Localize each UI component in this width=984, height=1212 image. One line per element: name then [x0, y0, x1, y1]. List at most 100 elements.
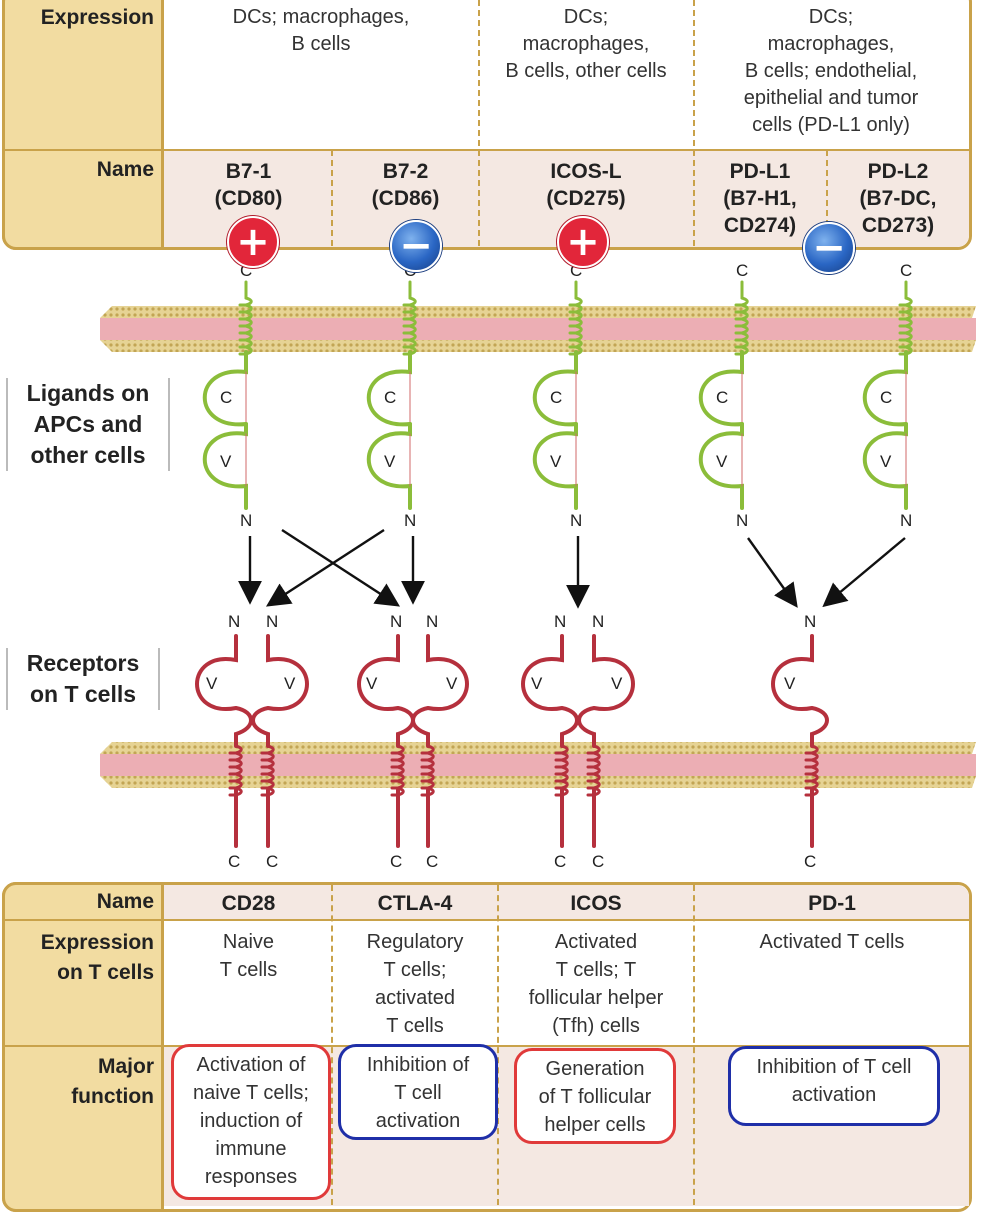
receptor-v-domain: [771, 634, 829, 748]
bottom-name-header: Name: [96, 890, 154, 913]
expression-pd1: Activated T cells: [695, 928, 969, 956]
header-line: Expression: [40, 931, 154, 954]
costim-plus-icon: +: [227, 216, 279, 268]
divider: [826, 150, 828, 246]
receptor-c-terminus: C: [390, 852, 403, 871]
receptor-c-terminus: C: [228, 852, 241, 871]
costim-plus-icon: +: [557, 216, 609, 268]
top-table: Expression Name DCs; macrophages, B cell…: [0, 0, 976, 252]
ligand-c-domain: [366, 350, 412, 427]
ligand-c-domain-label: C: [220, 388, 233, 407]
ligand-v-domain: [366, 422, 412, 510]
expression-line: B cells; endothelial,: [744, 60, 918, 82]
expression-cd28: Naive T cells: [166, 928, 331, 984]
receptor-v-domain-label: V: [531, 674, 543, 693]
expression-line: follicular helper: [528, 987, 664, 1009]
ligand-tm-helix: [734, 296, 749, 356]
ligand-c-domain-label: C: [550, 388, 563, 407]
function-box-ctla4: Inhibition of T cell activation: [338, 1044, 498, 1140]
divider: [693, 0, 695, 246]
receptor-c-terminus: C: [592, 852, 605, 871]
receptor-tm-helix: [420, 744, 435, 797]
divider: [331, 150, 333, 246]
bottom-header-column: [2, 882, 164, 1212]
name-line: PD-L1: [729, 160, 791, 183]
function-line: activation: [791, 1084, 877, 1106]
expression-line: macrophages,: [522, 33, 650, 55]
arrow: [822, 537, 906, 608]
receptor-tm-helix: [228, 744, 243, 797]
expression-line: T cells: [386, 1015, 444, 1037]
expression-line: T cells; T: [555, 959, 637, 981]
arrow: [265, 528, 385, 607]
receptor-v-domain: [411, 634, 469, 748]
expression-line: Regulatory: [366, 931, 464, 953]
receptor-c-terminus: C: [554, 852, 567, 871]
receptor-n-terminus: N: [804, 612, 817, 631]
expression-line: (Tfh) cells: [552, 1015, 640, 1037]
expression-line: T cells: [219, 959, 278, 981]
receptor-v-domain: [251, 634, 309, 748]
name-b7-1: B7-1 (CD80): [166, 158, 331, 212]
name-line: (B7-H1,: [723, 187, 797, 210]
binding-arrows: [238, 528, 906, 609]
ligand-c-domain: [202, 350, 248, 427]
ligand-n-terminus: N: [240, 511, 253, 530]
function-line: Inhibition of T cell: [756, 1056, 912, 1078]
expression-line: T cells;: [383, 959, 447, 981]
ligand-v-domain: [698, 422, 744, 510]
receptor-n-terminus: N: [266, 612, 279, 631]
function-line: Inhibition of: [366, 1054, 470, 1076]
receptor-v-domain-label: V: [366, 674, 378, 693]
ligand-c-domain: [532, 350, 578, 427]
ligand-n-terminus: N: [736, 511, 749, 530]
receptor-tm-helix: [554, 744, 569, 797]
expression-pd-l: DCs; macrophages, B cells; endothelial, …: [695, 4, 967, 139]
expression-line: B cells: [291, 33, 351, 55]
receptor-v-domain: [357, 634, 415, 748]
receptors-label-line: Receptors: [26, 650, 140, 676]
name-line: ICOS-L: [550, 160, 622, 183]
ligands-label: Ligands on APCs and other cells: [6, 378, 170, 471]
name-icos-l: ICOS-L (CD275): [480, 158, 692, 212]
function-line: Activation of: [196, 1054, 306, 1076]
name-line: (CD86): [371, 187, 440, 210]
ligand-v-domain-label: V: [716, 452, 728, 471]
name-header: Name: [96, 158, 154, 181]
ligand-v-domain: [202, 422, 248, 510]
top-header-column: [2, 0, 164, 250]
function-line: T cell: [394, 1082, 442, 1104]
bottom-name-row: [164, 885, 969, 919]
expression-line: epithelial and tumor: [743, 87, 919, 109]
header-line: Major: [97, 1055, 154, 1078]
ligand-tm-helix: [402, 296, 417, 356]
expression-line: activated: [374, 987, 456, 1009]
row-divider: [4, 919, 969, 921]
receptor-name-pd1: PD-1: [808, 892, 856, 915]
ligand-c-terminus: C: [736, 261, 749, 280]
divider: [497, 885, 499, 1205]
receptor-c-terminus: C: [266, 852, 279, 871]
ligand-n-terminus: N: [900, 511, 913, 530]
receptors-label-line: on T cells: [29, 681, 137, 707]
divider: [478, 0, 480, 246]
name-line: CD274): [723, 214, 797, 237]
ligands-label-line: Ligands on: [26, 380, 150, 406]
expression-line: DCs;: [563, 6, 609, 28]
receptor-n-terminus: N: [554, 612, 567, 631]
bottom-function-header: Major function: [4, 1052, 154, 1112]
name-line: (B7-DC,: [859, 187, 937, 210]
ligand-n-terminus: N: [570, 511, 583, 530]
ligand-v-domain-label: V: [550, 452, 562, 471]
expression-line: cells (PD-L1 only): [752, 114, 910, 136]
inhibitory-minus-icon: −: [390, 220, 442, 272]
receptor-n-terminus: N: [426, 612, 439, 631]
receptor-v-domain: [577, 634, 635, 748]
ligand-c-domain-label: C: [880, 388, 893, 407]
ligand-c-domain-label: C: [384, 388, 397, 407]
expression-line: B cells, other cells: [505, 60, 667, 82]
t-cell-membrane: [100, 742, 976, 788]
name-line: B7-1: [225, 160, 272, 183]
ligand-v-domain-label: V: [384, 452, 396, 471]
